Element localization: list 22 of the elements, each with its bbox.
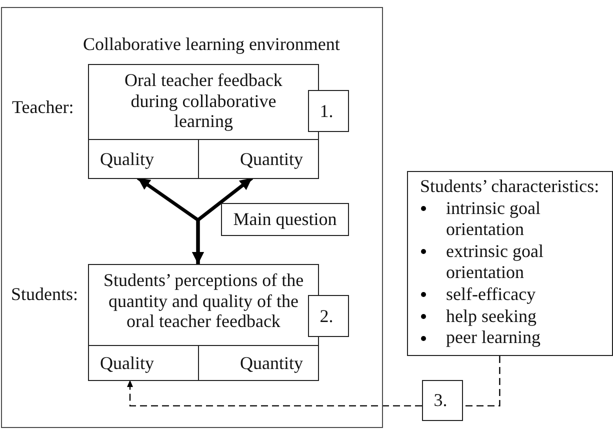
row-label: Students: <box>11 284 78 305</box>
list-heading: Students’ characteristics: <box>420 176 600 198</box>
box-text: Oral teacher feedback during collaborative learning <box>124 69 284 132</box>
frame-title: Collaborative learning environment <box>83 34 340 55</box>
callout-number: 2. <box>308 295 349 337</box>
label-box: Main question <box>221 203 349 236</box>
process-box <box>88 264 319 381</box>
table-cell: Quality <box>89 139 199 178</box>
list-item: peer learning <box>446 327 542 349</box>
dashed-arrow <box>127 380 422 406</box>
list-item: help seeking <box>446 306 538 328</box>
process-box <box>88 64 319 179</box>
info-box <box>407 171 613 356</box>
box-text: Students’ perceptions of the quantity and quality of the oral teacher feedback <box>102 269 305 332</box>
list-item: self-efficacy <box>446 284 537 306</box>
dashed-connector-line <box>463 356 500 406</box>
group-frame <box>1 7 383 428</box>
row-label: Teacher: <box>12 97 74 118</box>
callout-number: 3. <box>422 380 463 421</box>
callout-number: 1. <box>308 90 349 132</box>
arrow <box>192 176 254 264</box>
table-cell: Quality <box>89 345 199 380</box>
